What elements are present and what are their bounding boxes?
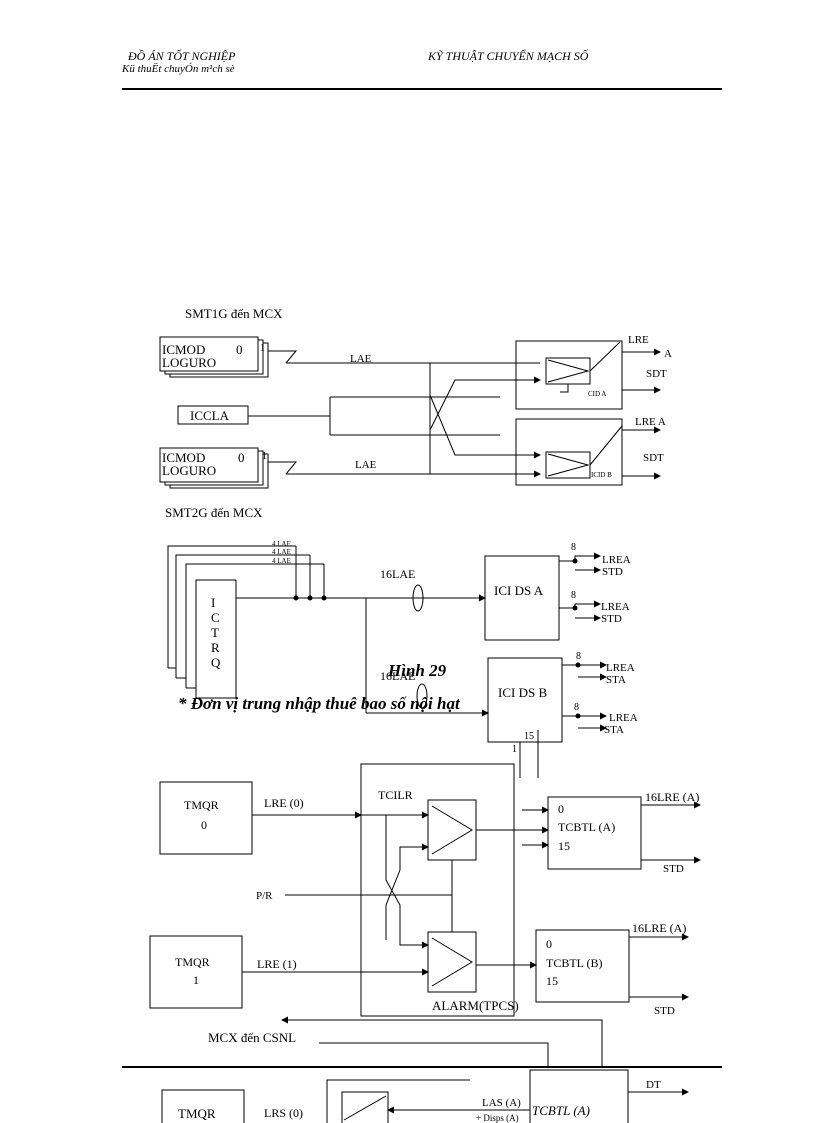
ictrq-letter-4: R [211, 640, 220, 655]
tcbtl-b-bot: 15 [546, 974, 558, 988]
icmod-bottom-stack: 1 [262, 451, 267, 462]
lre16-b-label: 16LRE (A) [632, 921, 686, 935]
icids-b-lrea-bottom: LREA [609, 712, 638, 724]
icmod-bottom-label: ICMOD [162, 450, 205, 465]
tmqr0-index: 0 [201, 818, 207, 832]
std-b-label: STD [654, 1005, 675, 1017]
out-a-label: A [664, 348, 672, 360]
icids-a-lrea-top: LREA [602, 554, 631, 566]
fig4-tmqr-label: TMQR [178, 1106, 216, 1121]
ictrq-letter-2: C [211, 610, 220, 625]
figure-caption: Hình 29 [387, 661, 447, 680]
tmqr1-label: TMQR [175, 955, 210, 969]
fig4-title: MCX đến CSNL [208, 1030, 296, 1045]
figure-smt1g [159, 336, 661, 489]
icmod-top-box [159, 336, 259, 372]
bus-16lae-lower-label: 16LAE [380, 669, 415, 683]
tcbtl-csnl-box [529, 1069, 629, 1123]
header-right: KỸ THUẬT CHUYỂN MẠCH SỐ [428, 49, 589, 63]
tcbtl-a-top: 0 [558, 802, 564, 816]
tmqr0-box [159, 781, 253, 855]
icids-b-lrea-top: LREA [606, 662, 635, 674]
lre-top-label: LRE [628, 334, 649, 346]
lre1-label: LRE (1) [257, 957, 297, 971]
icids-b-n1: 1 [512, 744, 517, 755]
figure-mcx-csnl [161, 1069, 689, 1123]
tcbtl-a-box [547, 796, 642, 870]
icids-a-label: ICI DS A [494, 583, 544, 598]
tmqr0-label: TMQR [184, 798, 219, 812]
section-subtitle: * Đơn vị trung nhập thuê bao số nội hạt [178, 694, 461, 713]
icids-b-sta-top: STA [606, 674, 626, 686]
loguro-bottom-label: LOGURO [162, 463, 216, 478]
icmod-top-label: ICMOD [162, 342, 205, 357]
iccla-label: ICCLA [190, 408, 230, 423]
tcbtl-b-box [535, 929, 630, 1003]
figure-tmqr-tcbtl [149, 763, 701, 1066]
lre16-a-label: 16LRE (A) [645, 790, 699, 804]
icids-a-n8-bottom: 8 [571, 590, 576, 601]
icids-b-n15: 15 [524, 731, 534, 742]
lre0-label: LRE (0) [264, 796, 304, 810]
loguro-top-label: LOGURO [162, 355, 216, 370]
icmod-bottom-box [159, 447, 259, 483]
lae-label-2: 4 LAE [272, 548, 291, 556]
icmod-bottom-index: 0 [238, 450, 245, 465]
bus-16lae-label: 16LAE [380, 567, 415, 581]
sdt-top-label: SDT [646, 368, 667, 380]
cid-a-label: CID A [588, 390, 606, 398]
ictrq-letter-1: I [211, 595, 215, 610]
ictrq-letter-5: Q [211, 655, 221, 670]
cid-b-label: ICID B [591, 471, 612, 479]
lre-a-label: LRE A [635, 416, 666, 428]
icids-b-label: ICI DS B [498, 685, 547, 700]
header-left-line2: Kü thuËt chuyÓn m¹ch sè [122, 63, 235, 75]
figure-smt2g [167, 545, 607, 778]
tcbtl-a-bot: 15 [558, 839, 570, 853]
cid-b-box [515, 418, 623, 486]
lae-label-1: 4 LAE [272, 540, 291, 548]
tmqr1-box [149, 935, 243, 1009]
tcbtl-a-label: TCBTL (A) [558, 820, 615, 834]
pr-label: P/R [256, 890, 273, 902]
lae-bottom-label: LAE [355, 459, 377, 471]
alarm-box [360, 763, 515, 1017]
tcbtl-b-top: 0 [546, 937, 552, 951]
icids-a-std-top: STD [602, 566, 623, 578]
icids-a-box [484, 555, 560, 641]
fig1-title: SMT1G đến MCX [185, 306, 283, 321]
sdt-bottom-label: SDT [643, 452, 664, 464]
icids-b-n8-top: 8 [576, 651, 581, 662]
tmqr1-index: 1 [193, 973, 199, 987]
icids-a-std-bottom: STD [601, 613, 622, 625]
tcbtl-b-label: TCBTL (B) [546, 956, 603, 970]
las-label: LAS (A) [482, 1097, 521, 1109]
footer-rule [122, 1066, 722, 1068]
cid-a-box [515, 340, 623, 410]
icids-b-sta-bottom: STA [604, 724, 624, 736]
dt-label: DT [646, 1079, 661, 1091]
icids-a-n8-top: 8 [571, 542, 576, 553]
icids-b-box [487, 657, 563, 743]
header-rule [122, 88, 722, 90]
std-a-label: STD [663, 863, 684, 875]
icmod-top-stack: 1 [260, 343, 265, 354]
tcbtl-csnl-label: TCBTL (A) [532, 1103, 590, 1118]
header-left-line1: ĐỒ ÁN TỐT NGHIỆP [128, 49, 236, 63]
tcilr-label: TCILR [378, 788, 413, 802]
icmod-top-index: 0 [236, 342, 243, 357]
iccla-box [177, 405, 249, 425]
disps-label: + Disps (A) [476, 1113, 519, 1123]
lae-top-label: LAE [350, 353, 372, 365]
icids-a-lrea-bottom: LREA [601, 601, 630, 613]
icids-b-n8-bottom: 8 [574, 702, 579, 713]
alarm-label: ALARM(TPCS) [432, 998, 519, 1013]
ictrq-letter-3: T [211, 625, 219, 640]
fig2-title: SMT2G đến MCX [165, 505, 263, 520]
lrs0-label: LRS (0) [264, 1106, 303, 1120]
lae-label-3: 4 LAE [272, 557, 291, 565]
